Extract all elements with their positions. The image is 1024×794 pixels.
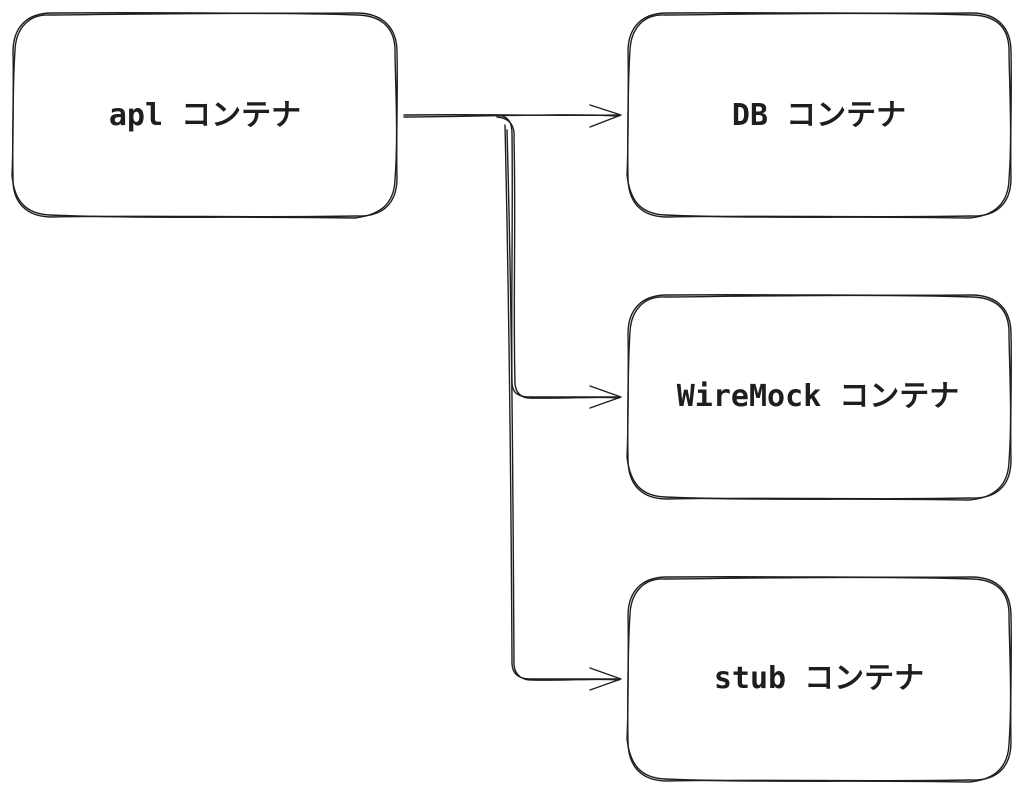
stub-container-label: stub コンテナ <box>714 661 924 696</box>
stub-container-outline-sketch <box>626 576 1012 783</box>
wiremock-container-label: WireMock コンテナ <box>677 379 960 414</box>
connector-apl-to-wiremock <box>494 114 622 409</box>
wiremock-container-outline-sketch <box>626 294 1012 501</box>
db-container-label: DB コンテナ <box>732 98 906 133</box>
arrow-head-db-icon <box>589 104 622 128</box>
apl-container-box[interactable]: apl コンテナ <box>11 12 398 219</box>
connector-line-stub <box>504 124 621 680</box>
connector-apl-to-db <box>403 104 622 128</box>
db-container-box[interactable]: DB コンテナ <box>626 12 1012 219</box>
connector-line-stub-sketch <box>506 129 620 681</box>
stub-container-box[interactable]: stub コンテナ <box>626 576 1012 783</box>
arrow-head-wiremock-icon <box>589 385 622 409</box>
apl-container-outline-sketch <box>11 12 398 219</box>
arrow-head-stub-icon <box>589 667 622 691</box>
wiremock-container-box[interactable]: WireMock コンテナ <box>626 294 1012 501</box>
apl-container-label: apl コンテナ <box>109 98 301 133</box>
connector-line-wiremock-sketch <box>496 116 620 399</box>
connector-apl-to-stub <box>504 124 622 691</box>
db-container-outline-sketch <box>626 12 1012 219</box>
connector-line-db-sketch <box>403 114 620 118</box>
